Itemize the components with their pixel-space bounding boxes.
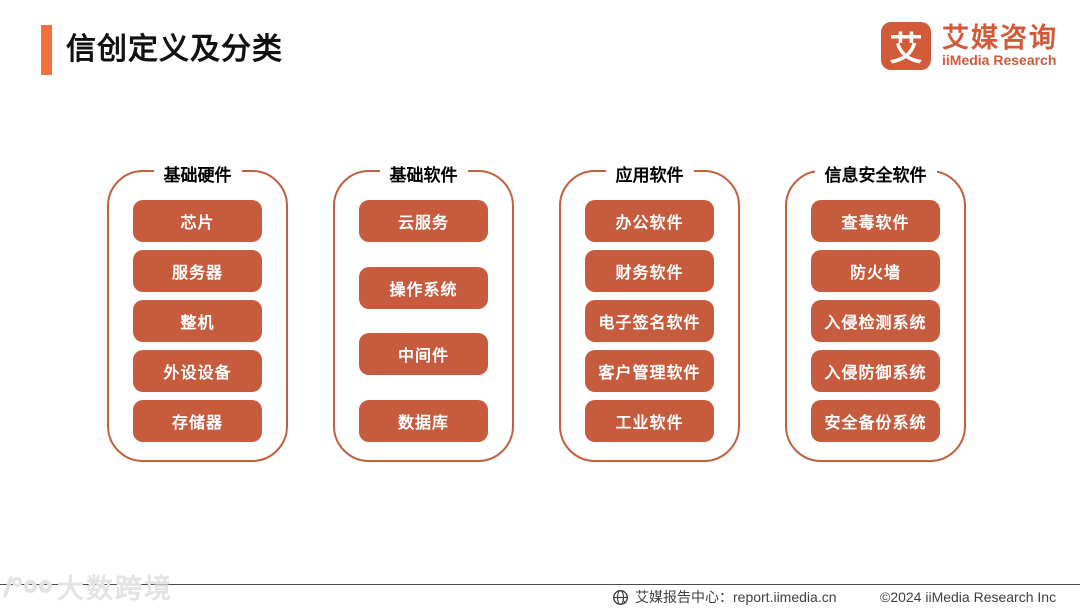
category-group-basic-software: 基础软件 云服务 操作系统 中间件 数据库	[333, 161, 514, 462]
category-item: 电子签名软件	[585, 300, 714, 342]
category-header: 应用软件	[605, 161, 694, 186]
footer-report-center: 艾媒报告中心：report.iimedia.cn	[612, 587, 837, 607]
category-items: 办公软件 财务软件 电子签名软件 客户管理软件 工业软件	[561, 172, 738, 460]
category-item: 客户管理软件	[585, 350, 714, 392]
logo-name-cn: 艾媒咨询	[942, 23, 1058, 54]
category-header: 信息安全软件	[814, 161, 937, 186]
iimedia-brand-logo: 艾 艾媒咨询 iiMedia Research	[881, 22, 1058, 70]
category-item: 操作系统	[359, 266, 488, 309]
category-item: 入侵防御系统	[811, 350, 940, 392]
category-item: 财务软件	[585, 250, 714, 292]
category-group-application-software: 应用软件 办公软件 财务软件 电子签名软件 客户管理软件 工业软件	[559, 161, 740, 462]
category-item: 办公软件	[585, 200, 714, 242]
globe-icon	[613, 589, 628, 605]
footer-copyright: ©2024 iiMedia Research Inc	[880, 589, 1057, 605]
category-item: 查毒软件	[811, 200, 940, 242]
category-item: 工业软件	[585, 400, 714, 442]
classification-diagram: 基础硬件 芯片 服务器 整机 外设设备 存储器 基础软件 云服务 操作系统 中间…	[107, 161, 966, 462]
category-item: 云服务	[359, 200, 488, 242]
footer-divider	[0, 584, 1080, 585]
category-group-basic-hardware: 基础硬件 芯片 服务器 整机 外设设备 存储器	[107, 161, 288, 462]
category-item: 外设设备	[133, 350, 262, 392]
category-items: 查毒软件 防火墙 入侵检测系统 入侵防御系统 安全备份系统	[787, 172, 964, 460]
category-items: 芯片 服务器 整机 外设设备 存储器	[109, 172, 286, 460]
category-group-security-software: 信息安全软件 查毒软件 防火墙 入侵检测系统 入侵防御系统 安全备份系统	[785, 161, 966, 462]
category-item: 防火墙	[811, 250, 940, 292]
category-item: 整机	[133, 300, 262, 342]
category-item: 芯片	[133, 200, 262, 242]
footer-report-center-text: 艾媒报告中心：report.iimedia.cn	[635, 589, 837, 605]
category-item: 数据库	[359, 399, 488, 442]
category-item: 入侵检测系统	[811, 300, 940, 342]
category-header: 基础硬件	[153, 161, 242, 186]
title-accent-bar	[41, 25, 52, 75]
category-items: 云服务 操作系统 中间件 数据库	[335, 172, 512, 460]
watermark: 大数跨境	[2, 567, 173, 606]
logo-text: 艾媒咨询 iiMedia Research	[942, 24, 1058, 67]
category-item: 存储器	[133, 400, 262, 442]
category-header: 基础软件	[379, 161, 468, 186]
iimedia-logo-icon: 艾	[881, 22, 931, 70]
category-item: 中间件	[359, 333, 488, 376]
category-item: 安全备份系统	[811, 400, 940, 442]
logo-icon-glyph: 艾	[889, 30, 923, 67]
category-item: 服务器	[133, 250, 262, 292]
watermark-text: 大数跨境	[57, 574, 173, 604]
watermark-100-icon	[2, 575, 52, 598]
logo-name-en: iiMedia Research	[942, 51, 1057, 68]
page-title: 信创定义及分类	[66, 33, 283, 66]
